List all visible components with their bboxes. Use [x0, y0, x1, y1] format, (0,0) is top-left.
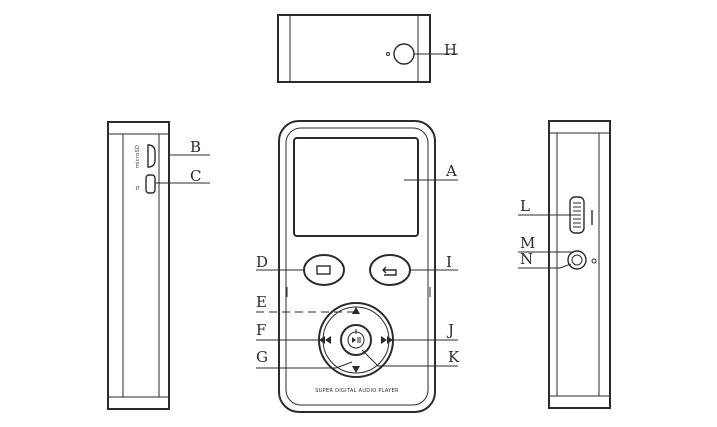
- top-button-h: [393, 43, 415, 65]
- svg-text:microSD: microSD: [135, 145, 141, 168]
- top-view-body: [277, 14, 431, 83]
- label-n: N: [520, 250, 533, 268]
- play-pause-button-k: [340, 324, 372, 356]
- up-arrow-icon: [352, 307, 360, 314]
- top-view: [277, 14, 458, 83]
- device-brand-text: SUPER DIGITAL AUDIO PLAYER: [315, 388, 399, 394]
- down-arrow-icon: [352, 366, 360, 373]
- label-l: L: [520, 197, 530, 215]
- usb-port-c: [145, 174, 156, 194]
- label-a: A: [445, 162, 457, 180]
- previous-icon: [319, 336, 331, 344]
- label-i: I: [446, 253, 452, 271]
- leader-g: [256, 361, 353, 369]
- front-body-outer: [278, 120, 436, 413]
- leader-lines: [256, 179, 574, 369]
- label-k: K: [448, 348, 460, 366]
- callout-labels: H B C A D I E F J G K L M N: [190, 41, 535, 366]
- headphone-mark: [591, 258, 597, 264]
- label-f: F: [256, 321, 266, 339]
- menu-icon: [316, 265, 331, 275]
- label-h: H: [444, 41, 457, 59]
- label-m: M: [520, 234, 535, 252]
- svg-text:⇆: ⇆: [135, 186, 141, 191]
- leader-n: [518, 263, 572, 269]
- back-icon: [384, 269, 397, 276]
- top-indicator-dot: [386, 52, 390, 56]
- label-g: G: [256, 348, 268, 366]
- front-body-inner: [285, 127, 429, 406]
- next-icon: [381, 336, 393, 344]
- right-side-view: [548, 120, 611, 409]
- leader-k: [361, 349, 458, 367]
- label-d: D: [256, 253, 268, 271]
- label-c: C: [190, 167, 201, 185]
- card-slot-b: [147, 144, 156, 168]
- label-b: B: [190, 138, 201, 156]
- menu-button-d: [303, 254, 345, 286]
- screen-a: [293, 137, 419, 237]
- label-e: E: [256, 293, 267, 311]
- earphone-jack-m: [567, 250, 587, 270]
- right-view-body: [548, 120, 611, 409]
- left-side-view: microSD ⇆: [107, 121, 210, 410]
- label-j: J: [446, 321, 454, 339]
